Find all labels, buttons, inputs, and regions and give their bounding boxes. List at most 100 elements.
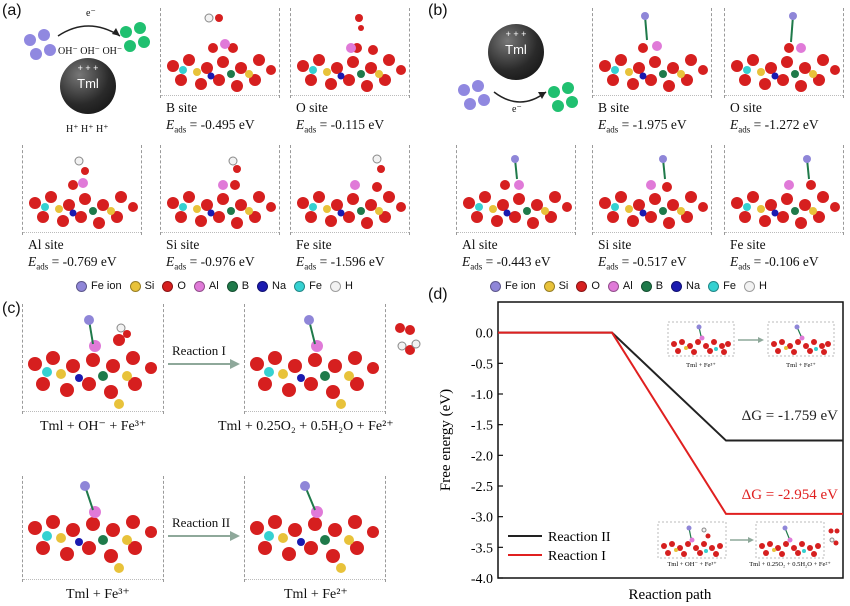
reaction2-arrow-icon: [168, 531, 240, 541]
inset-bottom: Tml + OH⁻ + Fe³⁺ Tml + 0.25O₂ + 0.5H₂O +…: [657, 521, 840, 568]
y-tick-label: -0.5: [471, 357, 493, 372]
site-name: B site: [166, 100, 198, 115]
legend-item: Na: [671, 280, 700, 292]
crystal-slab: [290, 8, 410, 98]
reaction1-reactants: Tml + OH⁻ + Fe³⁺: [40, 419, 147, 434]
x-axis-label: Reaction path: [629, 587, 712, 603]
reaction1-products: Tml + 0.25O₂ + 0.5H₂O + Fe²⁺: [218, 419, 394, 434]
site-name: Fe site: [296, 237, 332, 252]
legend-reaction2: Reaction II: [548, 530, 611, 545]
delta-g-reaction1: ΔG = -2.954 eV: [742, 487, 839, 503]
crystal-slab: [160, 8, 280, 98]
legend-item: Na: [257, 280, 286, 292]
legend-dot: [671, 280, 683, 292]
tml-plus-a: + + +: [77, 63, 99, 73]
crystal-slab: [22, 145, 142, 235]
site-name: Al site: [28, 237, 64, 252]
site-name: Al site: [462, 237, 498, 252]
tml-sphere-b: + + + Tml: [488, 24, 544, 80]
element-legend-a: Fe ion Si O Al B Na Fe H: [76, 280, 353, 292]
y-tick-label: -3.0: [471, 511, 493, 526]
legend-dot: [708, 280, 720, 292]
electron-arrow-icon: [493, 91, 547, 103]
legend-item: H: [743, 280, 767, 292]
panel-d-label: (d): [428, 286, 448, 303]
y-tick-label: -3.5: [471, 541, 493, 556]
purple-ions-icon: [458, 80, 490, 110]
ion-schematic-b: [458, 80, 578, 112]
tml-plus-b: + + +: [505, 29, 527, 39]
crystal-slab: [244, 304, 386, 414]
reaction1-label: Reaction I: [172, 343, 226, 358]
site-name: B site: [598, 100, 630, 115]
y-tick-label: -2.5: [471, 480, 493, 495]
y-tick-label: -1.5: [471, 419, 493, 434]
y-tick-label: -2.0: [471, 449, 493, 464]
green-ions-icon: [548, 82, 578, 112]
legend-item: Si: [129, 280, 154, 292]
legend-item: H: [329, 280, 353, 292]
site-name: Si site: [598, 237, 632, 252]
site-name: O site: [730, 100, 762, 115]
reaction1-arrow-icon: [168, 359, 240, 369]
adsorption-energy: Eads = -0.443 eV: [462, 254, 551, 272]
legend-dot: [329, 280, 341, 292]
inset-top-right-label: Tml + Fe²⁺: [786, 362, 816, 369]
purple-ions-icon: [24, 29, 56, 60]
h-charges-a: H⁺ H⁺ H⁺: [66, 124, 109, 135]
legend-dot: [576, 280, 588, 292]
crystal-slab: [456, 145, 576, 235]
y-axis-ticks: 0.0 -0.5 -1.0 -1.5 -2.0 -2.5 -3.0 -3.5 -4.0: [471, 327, 503, 587]
electron-arrow-icon: [57, 25, 121, 37]
reaction2-reactants: Tml + Fe³⁺: [66, 587, 130, 602]
legend-item: O: [576, 280, 600, 292]
released-molecules-icon: [395, 323, 421, 355]
site-name: Fe site: [730, 237, 766, 252]
inset-top-left-label: Tml + Fe³⁺: [686, 362, 716, 369]
electron-label-b: e⁻: [512, 104, 522, 115]
adsorption-energy: Eads = -1.272 eV: [730, 117, 819, 135]
y-tick-label: -1.0: [471, 388, 493, 403]
legend-item: Fe: [708, 280, 736, 292]
adsorption-energy: Eads = -0.115 eV: [296, 117, 385, 135]
legend-item: Fe ion: [76, 280, 122, 292]
legend-item: Si: [543, 280, 568, 292]
inset-top: Tml + Fe³⁺ Tml + Fe²⁺: [667, 321, 835, 369]
tml-label-b: Tml: [505, 42, 527, 57]
element-legend-b: Fe ion Si O Al B Na Fe H: [490, 280, 767, 292]
ion-schematic-a: [24, 22, 150, 60]
crystal-slab: [290, 145, 410, 235]
panel-b-label: (b): [428, 2, 448, 19]
legend-item: B: [226, 280, 249, 292]
electron-label-a: e⁻: [86, 8, 96, 19]
crystal-slab: [592, 8, 712, 98]
series-lines: [498, 331, 843, 515]
legend-dot: [257, 280, 269, 292]
y-tick-label: 0.0: [476, 327, 494, 342]
green-ions-icon: [120, 22, 150, 52]
legend-dot: [543, 280, 555, 292]
reaction2-label: Reaction II: [172, 515, 231, 530]
legend-item: Al: [193, 280, 219, 292]
y-tick-label: -4.0: [471, 572, 493, 587]
site-name: Si site: [166, 237, 200, 252]
legend-dot: [226, 280, 238, 292]
crystal-slab: [244, 476, 386, 582]
legend-dot: [743, 280, 755, 292]
crystal-slab: [724, 8, 844, 98]
inset-bottom-left-label: Tml + OH⁻ + Fe³⁺: [667, 561, 716, 568]
legend-dot: [294, 280, 306, 292]
panel-c-label: (c): [2, 300, 21, 317]
y-axis-label: Free energy (eV): [438, 389, 454, 491]
legend-item: Fe: [294, 280, 322, 292]
legend-dot: [640, 280, 652, 292]
adsorption-energy: Eads = -0.769 eV: [28, 254, 117, 272]
crystal-slab: [724, 145, 844, 235]
legend-item: O: [162, 280, 186, 292]
adsorption-energy: Eads = -1.596 eV: [296, 254, 385, 272]
panel-a-label: (a): [2, 2, 22, 19]
reaction2-products: Tml + Fe²⁺: [284, 587, 348, 602]
legend-dot: [162, 280, 174, 292]
oh-charges-a: OH⁻ OH⁻ OH⁻: [58, 46, 123, 57]
legend-dot: [129, 280, 141, 292]
